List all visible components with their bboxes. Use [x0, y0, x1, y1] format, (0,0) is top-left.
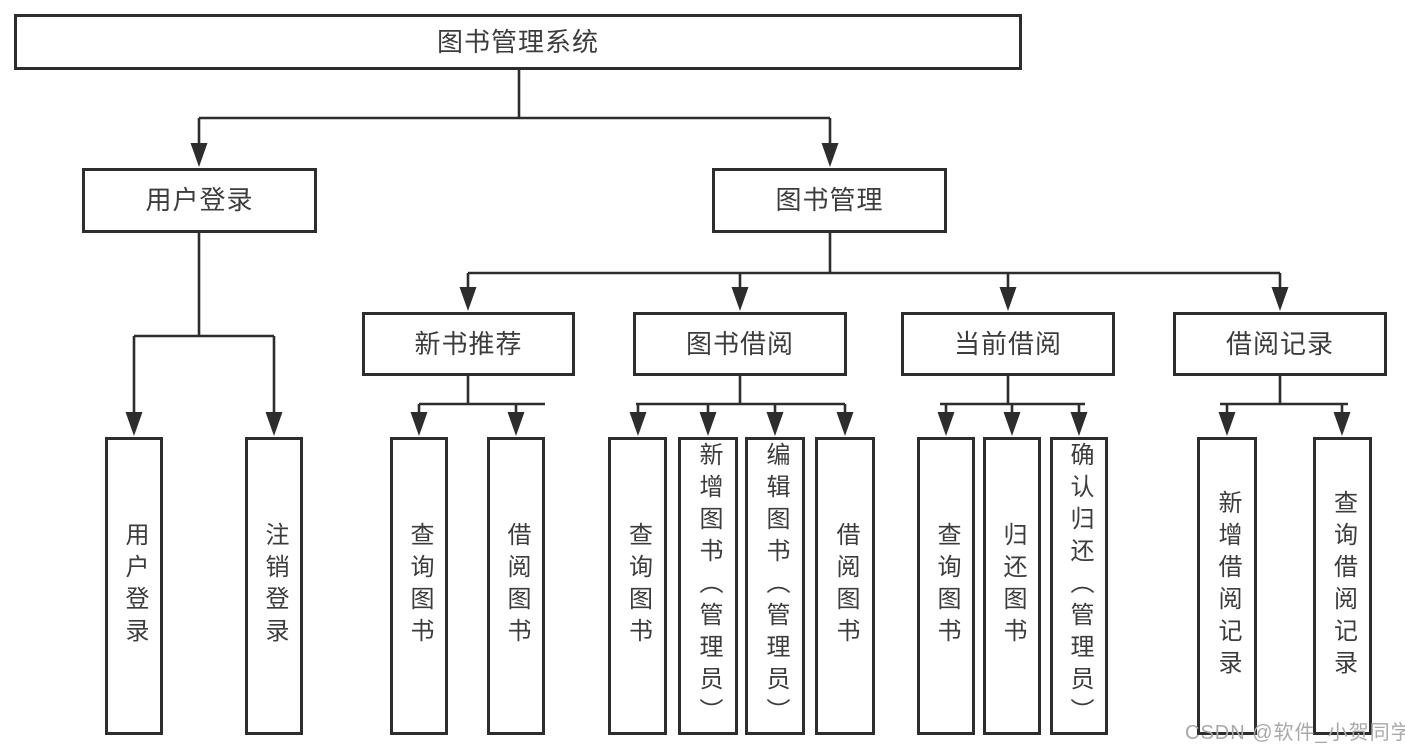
node-label: 图书管理系统 — [436, 26, 599, 57]
node-label: 注销登录 — [261, 522, 288, 650]
node-label: 查询图书 — [933, 522, 960, 650]
node-label: 新增图书（管理员） — [695, 442, 722, 730]
node-label: 编辑图书（管理员） — [762, 442, 789, 730]
node-label: 归还图书 — [999, 522, 1026, 650]
node-leaf-cb-return-books: 归还图书 — [983, 437, 1041, 735]
node-label: 新增借阅记录 — [1214, 490, 1241, 682]
node-root: 图书管理系统 — [14, 14, 1022, 70]
node-user-login: 用户登录 — [82, 168, 317, 233]
node-leaf-logout: 注销登录 — [245, 437, 303, 735]
node-current-borrowing: 当前借阅 — [901, 312, 1115, 376]
node-label: 当前借阅 — [953, 328, 1062, 359]
node-leaf-cb-query-books: 查询图书 — [917, 437, 975, 735]
node-leaf-bb-edit-books: 编辑图书（管理员） — [745, 437, 805, 735]
node-leaf-bb-query-books: 查询图书 — [608, 437, 667, 735]
node-label: 查询图书 — [624, 522, 652, 650]
node-leaf-br-add-record: 新增借阅记录 — [1197, 437, 1257, 735]
node-label: 图书管理 — [775, 185, 884, 216]
node-borrowing-records: 借阅记录 — [1173, 312, 1387, 376]
node-label: 借阅图书 — [503, 522, 530, 650]
node-label: 借阅记录 — [1225, 328, 1334, 359]
node-leaf-br-query-record: 查询借阅记录 — [1313, 437, 1372, 735]
node-leaf-bb-add-books: 新增图书（管理员） — [678, 437, 738, 735]
node-label: 查询借阅记录 — [1329, 490, 1357, 682]
node-label: 图书借阅 — [685, 328, 794, 359]
node-label: 确认归还（管理员） — [1066, 442, 1093, 730]
node-leaf-bb-borrow-books: 借阅图书 — [815, 437, 875, 735]
node-label: 用户登录 — [121, 522, 148, 650]
node-leaf-cb-confirm-return: 确认归还（管理员） — [1050, 437, 1108, 735]
node-label: 新书推荐 — [414, 328, 523, 359]
node-label: 借阅图书 — [832, 522, 859, 650]
watermark: CSDN @软件_小贺同学 — [1185, 722, 1405, 744]
node-book-management: 图书管理 — [712, 168, 947, 233]
node-leaf-nbr-borrow-books: 借阅图书 — [487, 437, 545, 735]
node-label: 用户登录 — [145, 185, 254, 216]
node-new-book-recommend: 新书推荐 — [362, 312, 575, 376]
node-leaf-user-login: 用户登录 — [105, 437, 163, 735]
node-leaf-nbr-query-books: 查询图书 — [390, 437, 448, 735]
node-label: 查询图书 — [406, 522, 433, 650]
node-book-borrowing: 图书借阅 — [633, 312, 847, 376]
